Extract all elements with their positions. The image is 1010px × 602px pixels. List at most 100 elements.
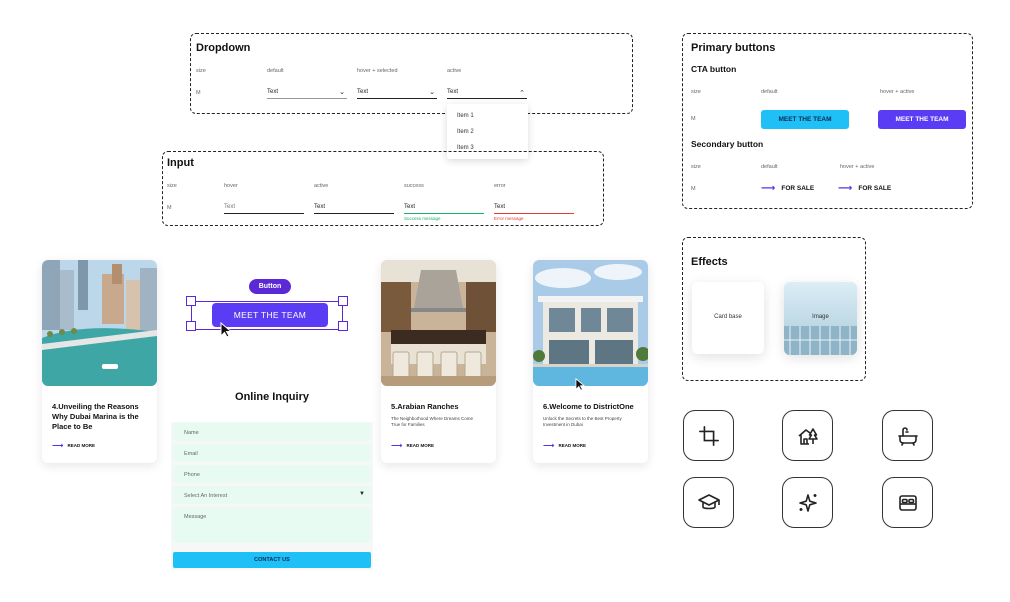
input-error-value: Text bbox=[494, 204, 506, 210]
house-tree-icon-tile[interactable] bbox=[782, 410, 833, 461]
read-more-label: READ MORE bbox=[67, 443, 95, 448]
arrow-right-icon: ⟶ bbox=[52, 441, 64, 450]
article-card[interactable]: 4.Unveiling the Reasons Why Dubai Marina… bbox=[42, 260, 157, 463]
graduation-cap-icon-tile[interactable] bbox=[683, 477, 734, 528]
dropdown-header-size: size bbox=[196, 68, 206, 74]
read-more-link[interactable]: ⟶READ MORE bbox=[52, 441, 95, 450]
resize-handle[interactable] bbox=[186, 296, 196, 306]
secondary-button-hover[interactable]: ⟶ FOR SALE bbox=[838, 183, 891, 194]
input-header-hover: hover bbox=[224, 183, 238, 189]
dropdown-frame bbox=[190, 33, 633, 114]
cta-button-hover[interactable]: MEET THE TEAM bbox=[878, 110, 966, 129]
dropdown-menu-item[interactable]: Item 1 bbox=[457, 113, 474, 119]
caret-down-icon: ▼ bbox=[359, 491, 365, 497]
card-description: The Neighborhood Where Dreams Come True … bbox=[391, 416, 474, 427]
card-image bbox=[533, 260, 648, 386]
secondary-header-size: size bbox=[691, 164, 701, 170]
card-image-marina bbox=[42, 260, 157, 386]
chevron-down-icon: ⌄ bbox=[429, 89, 435, 96]
dropdown-header-hover: hover + selected bbox=[357, 68, 398, 74]
effects-frame bbox=[682, 237, 866, 381]
input-success[interactable]: Text bbox=[404, 204, 484, 214]
bed-icon bbox=[898, 494, 917, 511]
cursor-icon bbox=[575, 378, 585, 391]
read-more-link[interactable]: ⟶READ MORE bbox=[391, 441, 434, 450]
dropdown-header-active: active bbox=[447, 68, 462, 74]
inquiry-title: Online Inquiry bbox=[235, 391, 309, 403]
primary-buttons-frame bbox=[682, 33, 973, 209]
dropdown-menu: Item 1 Item 2 Item 3 bbox=[447, 104, 528, 159]
card-image bbox=[381, 260, 496, 386]
input-error[interactable]: Text bbox=[494, 204, 574, 214]
interest-select[interactable]: Select An Interest ▼ bbox=[173, 486, 371, 504]
dropdown-active-value: Text bbox=[447, 89, 459, 95]
input-header-success: success bbox=[404, 183, 424, 189]
arrow-right-icon: ⟶ bbox=[838, 183, 853, 194]
name-field[interactable]: Name bbox=[173, 423, 371, 441]
input-hover[interactable]: Text bbox=[224, 204, 304, 214]
secondary-button-default[interactable]: ⟶ FOR SALE bbox=[761, 183, 814, 194]
sparkles-icon-tile[interactable] bbox=[782, 477, 833, 528]
phone-field[interactable]: Phone bbox=[173, 465, 371, 483]
secondary-button-label: FOR SALE bbox=[781, 185, 815, 192]
dropdown-menu-item[interactable]: Item 3 bbox=[457, 145, 474, 151]
bed-icon-tile[interactable] bbox=[882, 477, 933, 528]
dropdown-header-default: default bbox=[267, 68, 284, 74]
input-title: Input bbox=[167, 157, 194, 169]
dropdown-title: Dropdown bbox=[196, 42, 251, 54]
secondary-button-label: FOR SALE bbox=[858, 185, 892, 192]
card-description: Unlock the Secrets to the Best Property … bbox=[543, 416, 622, 427]
card-title[interactable]: 5.Arabian Ranches bbox=[391, 402, 459, 411]
primary-buttons-title: Primary buttons bbox=[691, 42, 776, 54]
input-active-value: Text bbox=[314, 204, 326, 210]
resize-handle[interactable] bbox=[186, 321, 196, 331]
dropdown-size-label: M bbox=[196, 90, 201, 96]
meet-the-team-button[interactable]: MEET THE TEAM bbox=[212, 303, 328, 327]
article-card[interactable]: 5.Arabian Ranches The Neighborhood Where… bbox=[381, 260, 496, 463]
input-size-label: M bbox=[167, 205, 172, 211]
dropdown-active[interactable]: Text ⌃ bbox=[447, 89, 527, 99]
dropdown-default-value: Text bbox=[267, 89, 279, 95]
cta-button-default[interactable]: MEET THE TEAM bbox=[761, 110, 849, 129]
card-title[interactable]: 4.Unveiling the Reasons Why Dubai Marina… bbox=[52, 402, 139, 431]
resize-handle[interactable] bbox=[338, 296, 348, 306]
bathtub-icon-tile[interactable] bbox=[882, 410, 933, 461]
dropdown-hover[interactable]: Text ⌄ bbox=[357, 89, 437, 99]
message-field[interactable]: Message bbox=[173, 507, 371, 543]
contact-us-button[interactable]: CONTACT US bbox=[173, 552, 371, 568]
input-success-message: Success message bbox=[404, 216, 441, 221]
input-active[interactable]: Text bbox=[314, 204, 394, 214]
card-base-label: Card base bbox=[714, 314, 742, 320]
cta-header-hover: hover + active bbox=[880, 89, 915, 95]
article-card[interactable]: 6.Welcome to DistrictOne Unlock the Secr… bbox=[533, 260, 648, 463]
secondary-size-label: M bbox=[691, 186, 696, 192]
card-title[interactable]: 6.Welcome to DistrictOne bbox=[543, 402, 634, 411]
bathtub-icon bbox=[897, 426, 918, 446]
crop-icon-tile[interactable] bbox=[683, 410, 734, 461]
dropdown-default[interactable]: Text ⌄ bbox=[267, 89, 347, 99]
image-sample: Image bbox=[784, 282, 857, 355]
sparkles-icon bbox=[798, 493, 817, 512]
arrow-right-icon: ⟶ bbox=[761, 183, 776, 194]
resize-handle[interactable] bbox=[338, 321, 348, 331]
graduation-cap-icon bbox=[697, 493, 720, 509]
cta-button-title: CTA button bbox=[691, 64, 737, 74]
input-hover-value: Text bbox=[224, 204, 236, 210]
dropdown-menu-item[interactable]: Item 2 bbox=[457, 129, 474, 135]
image-sample-graphic bbox=[784, 282, 857, 355]
arrow-right-icon: ⟶ bbox=[391, 441, 403, 450]
arrow-right-icon: ⟶ bbox=[543, 441, 555, 450]
read-more-link[interactable]: ⟶READ MORE bbox=[543, 441, 586, 450]
crop-icon bbox=[698, 425, 719, 446]
input-header-active: active bbox=[314, 183, 329, 189]
interest-select-value: Select An Interest bbox=[184, 493, 228, 499]
cta-header-size: size bbox=[691, 89, 701, 95]
input-frame bbox=[162, 151, 604, 226]
effects-title: Effects bbox=[691, 256, 728, 268]
image-label: Image bbox=[812, 314, 829, 320]
input-success-value: Text bbox=[404, 204, 416, 210]
read-more-label: READ MORE bbox=[406, 443, 434, 448]
read-more-label: READ MORE bbox=[558, 443, 586, 448]
email-field[interactable]: Email bbox=[173, 444, 371, 462]
chevron-up-icon: ⌃ bbox=[519, 90, 525, 97]
